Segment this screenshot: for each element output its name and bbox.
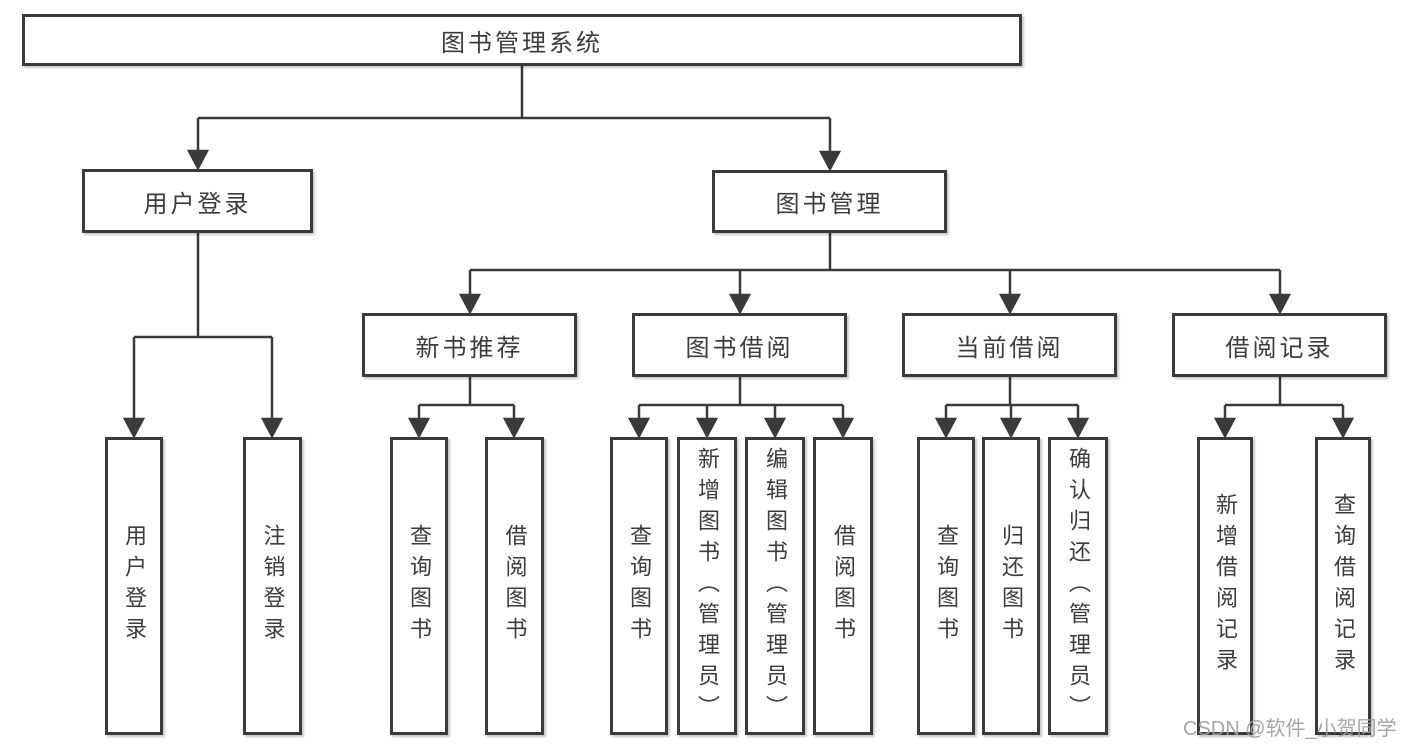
leaf-query-books-current-label: 查询图书 (934, 524, 959, 648)
leaf-query-books-newbooks: 查询图书 (390, 437, 448, 735)
node-current-borrowing-label: 当前借阅 (955, 334, 1064, 362)
node-new-book-recommend: 新书推荐 (362, 313, 577, 377)
leaf-return-books: 归还图书 (982, 437, 1040, 735)
node-user-login-label: 用户登录 (143, 190, 252, 218)
node-borrowing-records: 借阅记录 (1172, 313, 1387, 377)
leaf-logout: 注销登录 (243, 437, 302, 735)
leaf-borrow-books-newbooks-label: 借阅图书 (502, 524, 528, 648)
leaf-query-books-borrowing-label: 查询图书 (627, 524, 652, 648)
csdn-watermark: CSDN @软件_小贺同学 (1183, 718, 1397, 740)
leaf-user-login-label: 用户登录 (122, 524, 147, 648)
leaf-add-books-admin: 新增图书（管理员） (677, 437, 737, 735)
leaf-query-borrow-record-label: 查询借阅记录 (1331, 493, 1356, 679)
leaf-query-borrow-record: 查询借阅记录 (1315, 437, 1371, 735)
leaf-query-books-current: 查询图书 (917, 437, 975, 735)
leaf-borrow-books-newbooks: 借阅图书 (485, 437, 544, 735)
leaf-confirm-return-admin: 确认归还（管理员） (1048, 437, 1108, 735)
node-new-book-recommend-label: 新书推荐 (415, 334, 524, 362)
leaf-query-books-borrowing: 查询图书 (610, 437, 668, 735)
leaf-borrow-books-borrowing-label: 借阅图书 (831, 524, 856, 648)
leaf-confirm-return-admin-label: 确认归还（管理员） (1066, 446, 1091, 726)
node-root: 图书管理系统 (22, 14, 1022, 66)
node-current-borrowing: 当前借阅 (902, 313, 1117, 377)
leaf-edit-books-admin: 编辑图书（管理员） (745, 437, 805, 735)
leaf-borrow-books-borrowing: 借阅图书 (813, 437, 873, 735)
node-book-management-label: 图书管理 (775, 191, 884, 218)
leaf-edit-books-admin-label: 编辑图书（管理员） (763, 446, 788, 726)
leaf-return-books-label: 归还图书 (999, 524, 1024, 648)
node-user-login: 用户登录 (82, 169, 313, 233)
node-root-label: 图书管理系统 (441, 29, 603, 57)
leaf-add-books-admin-label: 新增图书（管理员） (695, 446, 720, 726)
node-book-borrowing: 图书借阅 (632, 313, 847, 377)
leaf-query-books-newbooks-label: 查询图书 (407, 524, 432, 648)
node-borrowing-records-label: 借阅记录 (1225, 334, 1334, 362)
leaf-add-borrow-record: 新增借阅记录 (1197, 437, 1253, 735)
leaf-logout-label: 注销登录 (260, 524, 286, 648)
leaf-add-borrow-record-label: 新增借阅记录 (1213, 493, 1238, 679)
leaf-user-login: 用户登录 (105, 437, 163, 735)
node-book-management: 图书管理 (712, 170, 947, 233)
node-book-borrowing-label: 图书借阅 (685, 334, 794, 362)
